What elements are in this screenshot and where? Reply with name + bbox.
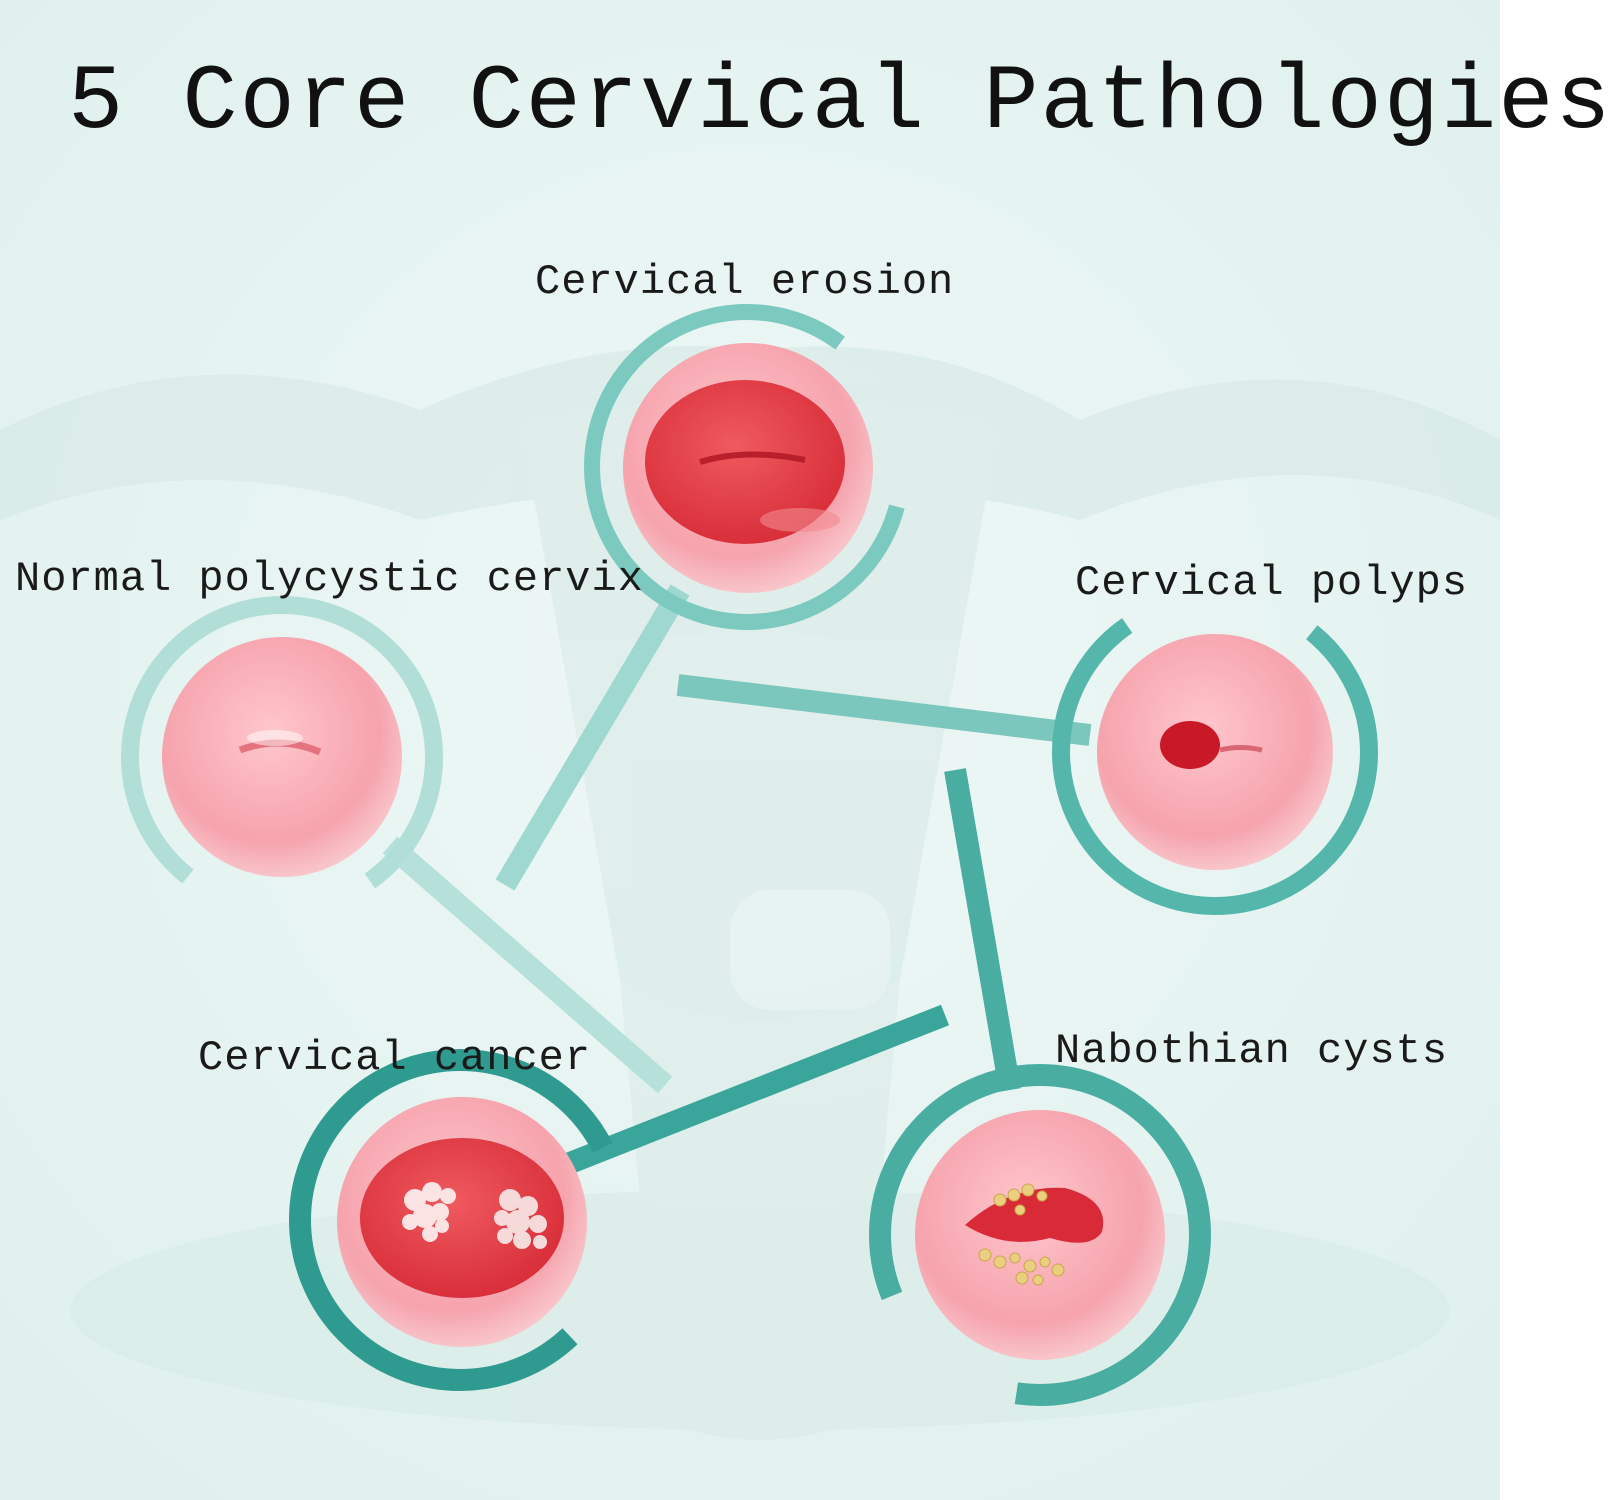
highlight-erosion xyxy=(760,508,840,532)
lesion-erosion xyxy=(645,380,845,544)
cysts xyxy=(978,1183,1065,1286)
diagram-normal xyxy=(121,596,443,918)
connector-lines xyxy=(382,584,1092,1176)
ring-cancer xyxy=(289,1049,631,1391)
cancer-spots-left xyxy=(402,1182,456,1242)
cancer-spots-right xyxy=(494,1189,547,1249)
label-cervical-polyps: Cervical polyps xyxy=(1075,559,1469,607)
os-erosion xyxy=(699,451,806,465)
diagram-polyps xyxy=(1052,589,1378,915)
ring-normal xyxy=(121,596,443,918)
highlight-normal xyxy=(247,730,303,746)
diagram-erosion xyxy=(584,304,910,630)
diagram-cancer xyxy=(289,1049,631,1391)
label-cervical-erosion: Cervical erosion xyxy=(535,258,955,306)
connector-polyps xyxy=(676,674,1092,746)
cervix-normal xyxy=(162,637,402,877)
connector-erosion xyxy=(495,584,690,891)
ring-nabothian xyxy=(869,1064,1211,1406)
connector-cancer xyxy=(560,1004,950,1176)
page-title: 5 Core Cervical Pathologies xyxy=(68,50,1613,155)
connector-normal xyxy=(382,836,673,1094)
label-nabothian-cysts: Nabothian cysts xyxy=(1055,1027,1449,1075)
label-normal-polycystic-cervix: Normal polycystic cervix xyxy=(15,555,644,603)
os-polyps xyxy=(1219,745,1263,753)
lesion-polyp xyxy=(1160,721,1220,769)
diagram-nabothian xyxy=(869,1064,1211,1406)
connector-nabothian xyxy=(944,768,1021,1092)
label-cervical-cancer: Cervical cancer xyxy=(198,1034,592,1082)
lesion-cancer xyxy=(360,1138,564,1298)
ring-polyps xyxy=(1052,589,1378,915)
diagram-artwork xyxy=(0,0,1500,1500)
ring-erosion xyxy=(584,304,910,630)
